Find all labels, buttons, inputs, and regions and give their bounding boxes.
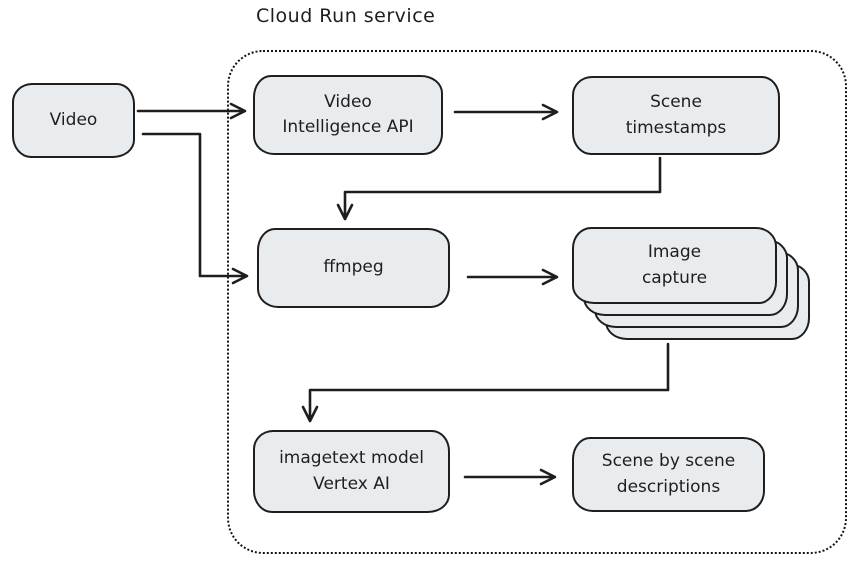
node-video: Video <box>12 83 135 158</box>
node-image-capture: Image capture <box>572 227 777 304</box>
node-scene-descriptions-label: Scene by scene descriptions <box>601 451 736 497</box>
node-imagetext-vertex-ai-label: imagetext model Vertex AI <box>279 448 424 494</box>
node-ffmpeg-label: ffmpeg <box>323 257 384 278</box>
node-scene-timestamps-label: Scene timestamps <box>625 92 727 138</box>
cloud-run-service-boundary <box>227 50 847 554</box>
node-ffmpeg: ffmpeg <box>257 228 450 308</box>
node-video-intelligence-api: Video Intelligence API <box>253 75 443 155</box>
node-scene-timestamps: Scene timestamps <box>572 76 780 155</box>
node-scene-descriptions: Scene by scene descriptions <box>572 437 765 512</box>
node-imagetext-vertex-ai: imagetext model Vertex AI <box>253 430 450 513</box>
cloud-run-service-title: Cloud Run service <box>256 5 436 27</box>
node-video-intelligence-api-label: Video Intelligence API <box>282 91 414 138</box>
node-video-label: Video <box>49 109 98 130</box>
node-image-capture-label: Image capture <box>641 242 708 288</box>
